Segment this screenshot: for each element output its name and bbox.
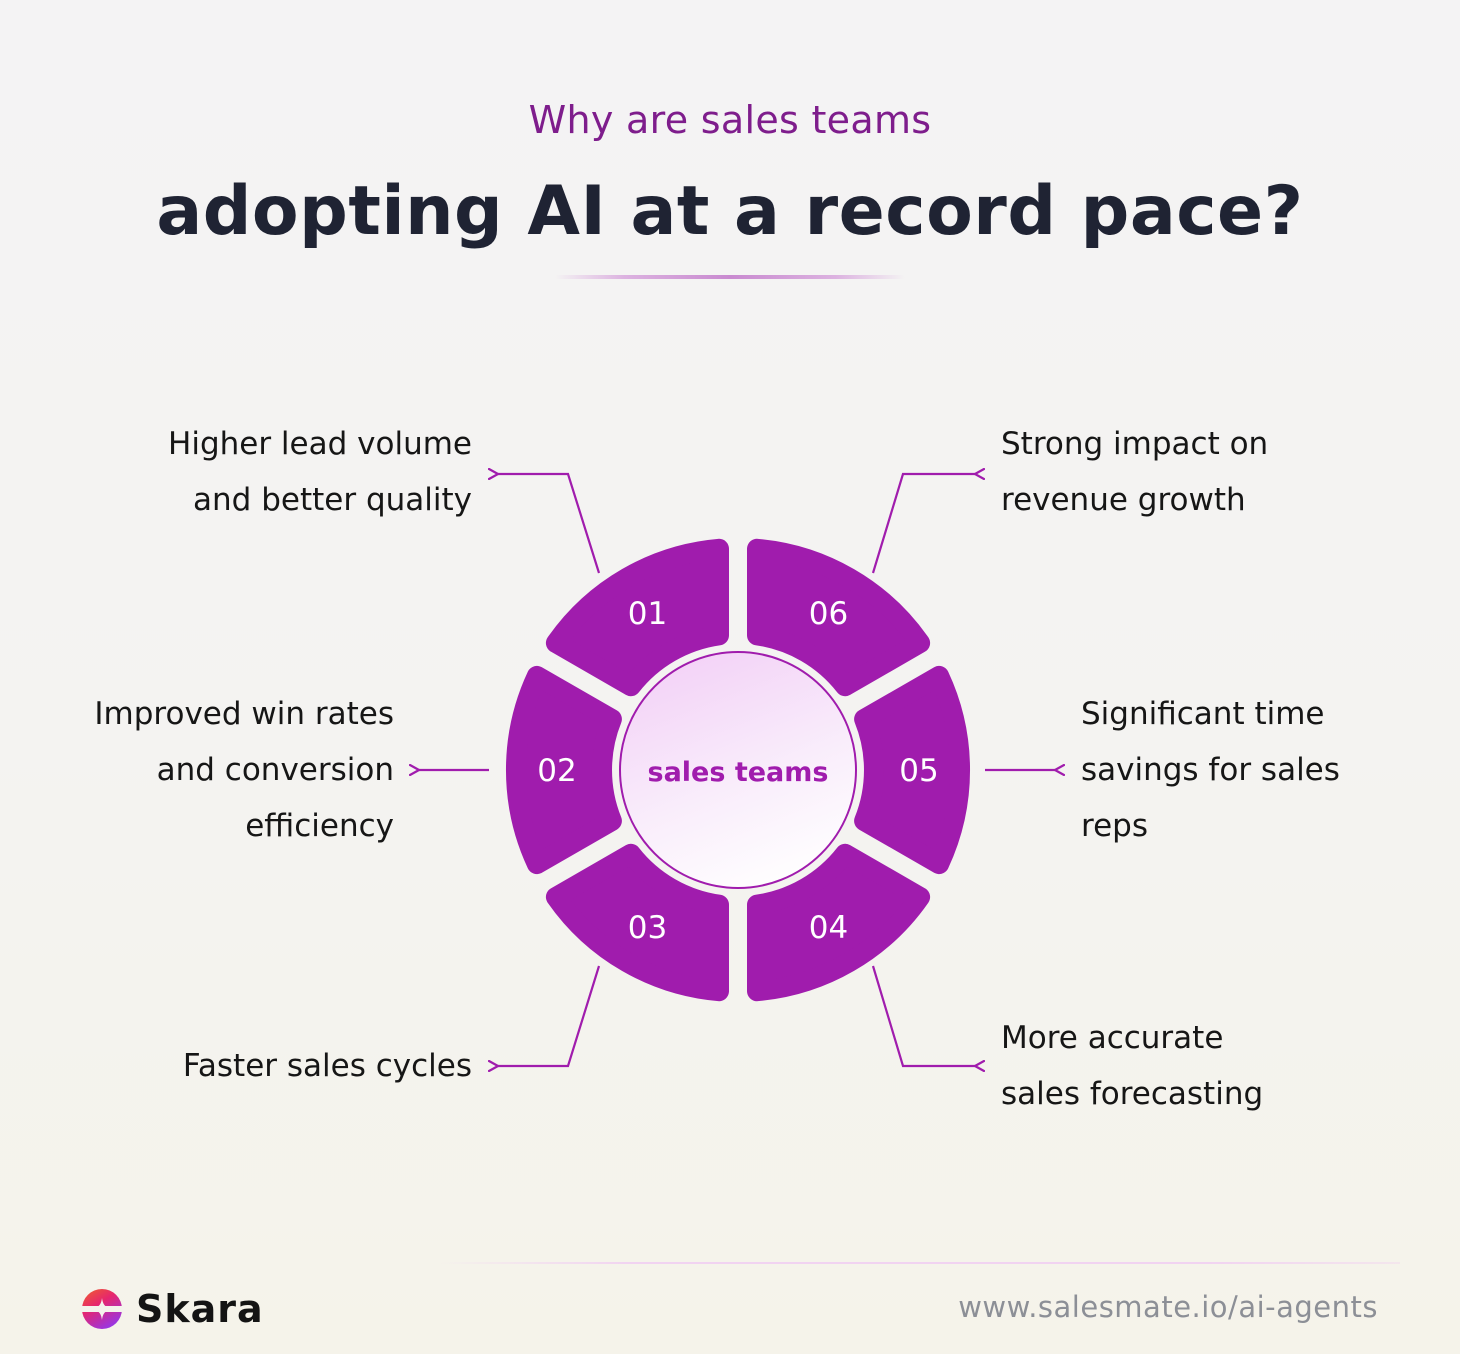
reason-05-label: Significant time savings for sales reps (1081, 686, 1340, 854)
segment-05-number: 05 (899, 753, 938, 789)
skara-logo: Skara (80, 1287, 264, 1331)
reason-01-line-2: and better quality (193, 482, 472, 518)
reason-06-line-2: revenue growth (1001, 482, 1246, 518)
segment-01-number: 01 (628, 596, 667, 632)
segment-04 (747, 843, 931, 1002)
segment-05 (854, 665, 971, 875)
center-label: sales teams (648, 757, 829, 788)
reason-01-label: Higher lead volume and better quality (168, 416, 472, 528)
connector-04-arrow (871, 965, 975, 1066)
segment-06-number: 06 (809, 596, 848, 632)
center-circle (619, 651, 857, 889)
skara-logo-icon (80, 1289, 124, 1329)
reason-05-line-3: reps (1081, 808, 1148, 844)
brand-name: Skara (136, 1287, 264, 1331)
subtitle: Why are sales teams (528, 98, 932, 142)
reason-02-line-2: and conversion (156, 752, 394, 788)
reason-03-line-1: Faster sales cycles (182, 1048, 472, 1084)
reason-06-label: Strong impact on revenue growth (1001, 416, 1268, 528)
title-underline-divider (555, 275, 905, 279)
connectors (419, 474, 1055, 1066)
connector-01-arrow (498, 474, 601, 574)
reason-02-label: Improved win rates and conversion effici… (94, 686, 394, 854)
reason-02-line-3: efficiency (245, 808, 394, 844)
segment-03 (545, 843, 729, 1002)
segment-04-number: 04 (809, 910, 848, 946)
segment-02 (505, 665, 622, 875)
reason-06-line-1: Strong impact on (1001, 426, 1269, 462)
segment-01 (545, 538, 729, 697)
reason-02-line-1: Improved win rates (94, 696, 394, 732)
reason-01-line-1: Higher lead volume (168, 426, 472, 462)
reason-05-line-2: savings for sales (1081, 752, 1340, 788)
page-title: adopting AI at a record pace? (156, 172, 1304, 251)
reason-05-line-1: Significant time (1081, 696, 1325, 732)
reason-04-line-2: sales forecasting (1001, 1076, 1264, 1112)
reason-03-label: Faster sales cycles (183, 1038, 472, 1094)
segment-03-number: 03 (628, 910, 667, 946)
segment-02-number: 02 (537, 753, 576, 789)
connector-06-arrow (871, 474, 975, 574)
segments-ring: 01 02 03 04 05 06 (505, 538, 971, 1002)
segment-06 (747, 538, 931, 697)
footer-divider (440, 1262, 1400, 1264)
connector-03-arrow (498, 965, 601, 1066)
footer-url[interactable]: www.salesmate.io/ai-agents (958, 1290, 1378, 1324)
reason-04-label: More accurate sales forecasting (1001, 1010, 1263, 1122)
reason-04-line-1: More accurate (1001, 1020, 1224, 1056)
